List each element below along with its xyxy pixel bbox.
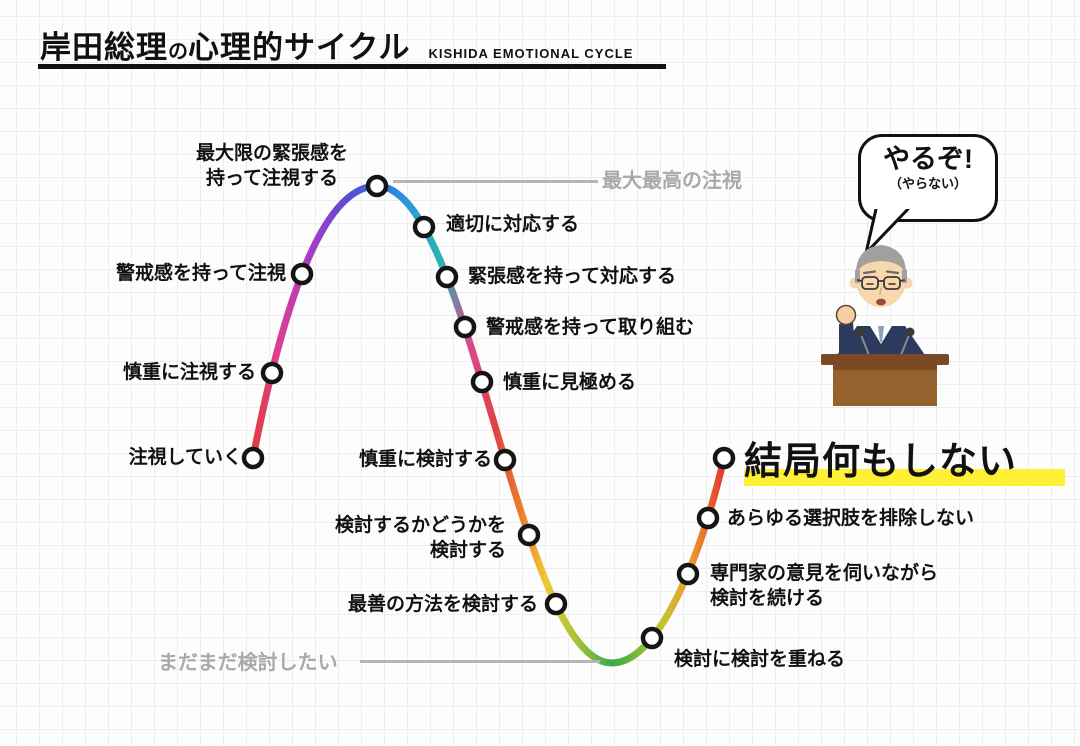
eyebrow — [885, 270, 900, 275]
curve-point — [260, 361, 284, 385]
speech-bubble-main-text: やるぞ! — [883, 144, 973, 174]
bottom-callout-label: まだまだ検討したい — [158, 652, 338, 674]
glasses — [856, 276, 906, 290]
title-part1: 岸田総理 — [40, 30, 168, 65]
tie — [878, 326, 884, 342]
curve-point — [290, 262, 314, 286]
curve-point — [493, 448, 517, 472]
fist — [835, 304, 857, 326]
hair — [855, 245, 907, 276]
curve-point-label: 慎重に検討する — [358, 449, 492, 470]
hair-side — [855, 270, 860, 283]
peak-callout-label: 最大最高の注視 — [602, 170, 742, 192]
curve-point — [470, 370, 494, 394]
bottom-callout-line — [360, 660, 600, 663]
microphone-icon — [855, 327, 865, 337]
curve-point-label: 緊張感を持って対応する — [468, 266, 677, 287]
curve-point-label: 警戒感を持って注視 — [115, 263, 286, 284]
podium-top — [821, 354, 949, 365]
curve-point-label: 検討に検討を重ねる — [674, 649, 846, 670]
peak-callout-line — [393, 180, 598, 183]
curve-point — [640, 626, 664, 650]
title-part2: 心理的サイクル — [188, 30, 411, 65]
nose — [879, 287, 882, 295]
title-particle: の — [168, 41, 188, 63]
curve-point — [676, 562, 700, 586]
kishida-illustration — [821, 245, 949, 406]
curve-point — [544, 592, 568, 616]
title-subtitle: KISHIDA EMOTIONAL CYCLE — [428, 46, 634, 61]
final-stage-text: 結局何もしない — [744, 441, 1066, 486]
podium-trim — [833, 365, 937, 370]
curve-point-label: 最善の方法を検討する — [347, 594, 538, 615]
curve-point — [365, 174, 389, 198]
curve-point — [412, 215, 436, 239]
curve-point — [453, 315, 477, 339]
emotion-curve — [249, 182, 728, 667]
curve-point — [517, 523, 541, 547]
hair-side — [902, 270, 907, 283]
curve-point — [696, 506, 720, 530]
curve-point-label: 検討するかどうかを 検討する — [334, 515, 506, 561]
curve-point-label: 適切に対応する — [446, 214, 580, 235]
speech-bubble: やるぞ! （やらない） — [858, 134, 998, 222]
curve-point-label: 専門家の意見を伺いながら 検討を続ける — [710, 563, 939, 609]
final-stage-label: 結局何もしない — [744, 430, 1066, 486]
curve-point-label: 警戒感を持って取り組む — [486, 317, 695, 338]
mic-stand — [860, 334, 870, 356]
curve-point — [241, 446, 265, 470]
curve-point-label: 慎重に見極める — [503, 372, 637, 393]
mouth — [876, 298, 886, 306]
page-title: 岸田総理の心理的サイクル KISHIDA EMOTIONAL CYCLE — [40, 22, 633, 67]
eyebrow — [862, 270, 877, 275]
title-underline — [38, 64, 666, 69]
speech-bubble-sub-text: （やらない） — [888, 175, 967, 191]
curve-point — [712, 446, 736, 470]
curve-point-label: 最大限の緊張感を 持って注視する — [195, 143, 348, 189]
mic-stand — [900, 334, 910, 356]
curve-point-label: 注視していく — [128, 447, 242, 468]
curve-point-label: 慎重に注視する — [122, 362, 256, 383]
microphone-icon — [905, 327, 915, 337]
curve-point-label: あらゆる選択肢を排除しない — [727, 508, 975, 529]
face — [856, 253, 906, 307]
curve-points — [241, 174, 736, 650]
curve-point — [435, 265, 459, 289]
podium-body — [833, 365, 937, 406]
